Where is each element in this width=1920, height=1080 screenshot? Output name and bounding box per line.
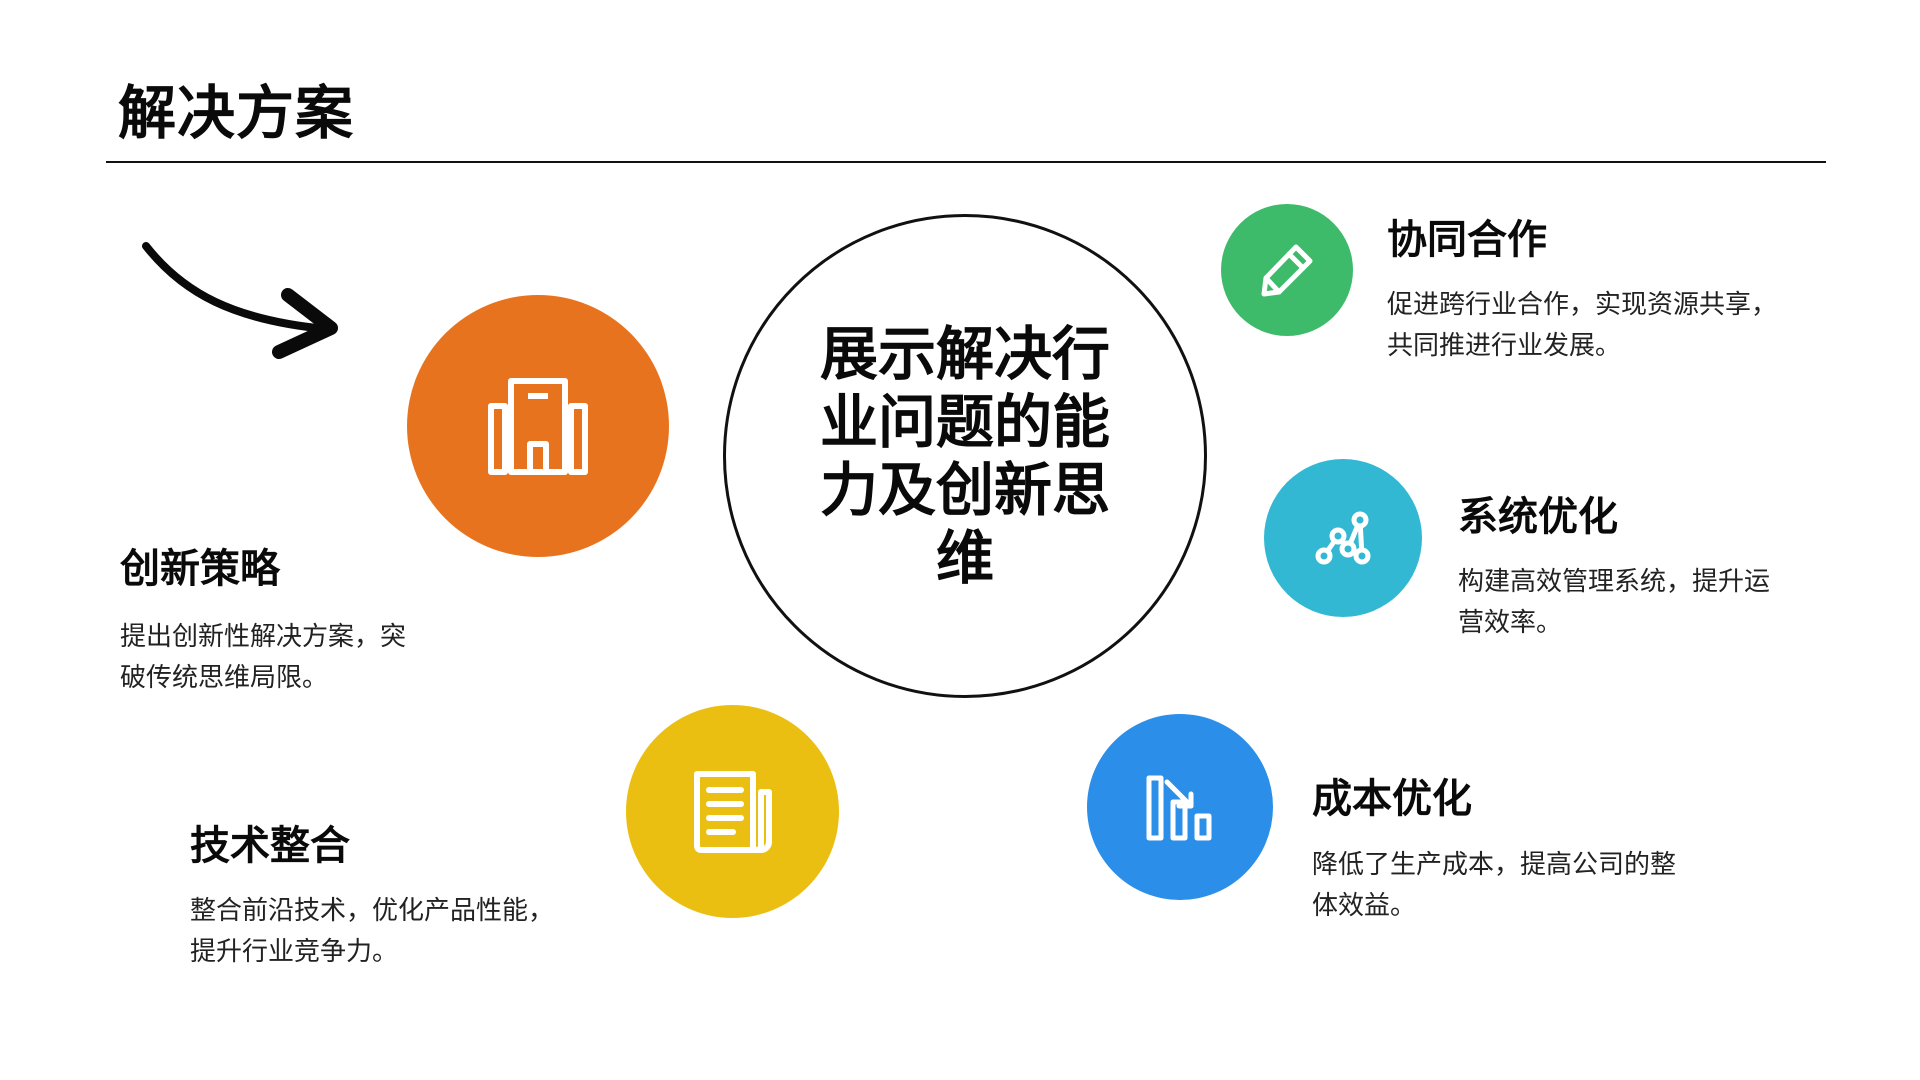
cost-optimization-desc-line2: 体效益。 — [1312, 891, 1417, 921]
network-icon — [1315, 511, 1371, 565]
collaboration-heading: 协同合作 — [1387, 217, 1547, 263]
system-optimization-circle — [1264, 459, 1422, 617]
collaboration-desc-line1: 促进跨行业合作，实现资源共享， — [1387, 290, 1778, 320]
tech-integration-heading: 技术整合 — [190, 823, 350, 869]
newspaper-icon — [693, 770, 772, 853]
collaboration-desc: 促进跨行业合作，实现资源共享， 共同推进行业发展。 — [1387, 285, 1777, 367]
collaboration-desc-line2: 共同推进行业发展。 — [1387, 331, 1622, 361]
system-optimization-desc-line1: 构建高效管理系统，提升运 — [1458, 567, 1771, 597]
tech-integration-desc-line2: 提升行业竞争力。 — [190, 937, 399, 967]
innovation-strategy-desc-line2: 破传统思维局限。 — [120, 663, 329, 693]
cost-optimization-desc: 降低了生产成本，提高公司的整 体效益。 — [1312, 845, 1676, 927]
building-icon — [488, 378, 588, 475]
innovation-strategy-desc-line1: 提出创新性解决方案，突 — [120, 622, 407, 652]
tech-integration-desc-line1: 整合前沿技术，优化产品性能， — [190, 896, 555, 926]
collaboration-circle — [1221, 204, 1353, 336]
innovation-strategy-heading: 创新策略 — [120, 546, 280, 592]
cost-optimization-desc-line1: 降低了生产成本，提高公司的整 — [1312, 850, 1677, 880]
title-divider — [106, 161, 1826, 163]
cost-optimization-circle — [1087, 714, 1273, 900]
innovation-strategy-circle — [407, 295, 669, 557]
tech-integration-desc: 整合前沿技术，优化产品性能， 提升行业竞争力。 — [190, 891, 554, 973]
center-circle: 展示解决行业问题的能力及创新思维 — [723, 214, 1207, 698]
system-optimization-heading: 系统优化 — [1458, 494, 1618, 540]
bar-chart-icon — [1146, 775, 1212, 841]
center-text: 展示解决行业问题的能力及创新思维 — [819, 320, 1110, 592]
system-optimization-desc: 构建高效管理系统，提升运 营效率。 — [1458, 562, 1770, 644]
slide-title: 解决方案 — [118, 79, 355, 147]
tech-integration-circle — [626, 705, 839, 918]
arrow-icon — [142, 242, 338, 359]
pencil-icon — [1261, 244, 1313, 297]
cost-optimization-heading: 成本优化 — [1312, 776, 1472, 822]
innovation-strategy-desc: 提出创新性解决方案，突 破传统思维局限。 — [120, 617, 406, 699]
system-optimization-desc-line2: 营效率。 — [1458, 608, 1563, 638]
